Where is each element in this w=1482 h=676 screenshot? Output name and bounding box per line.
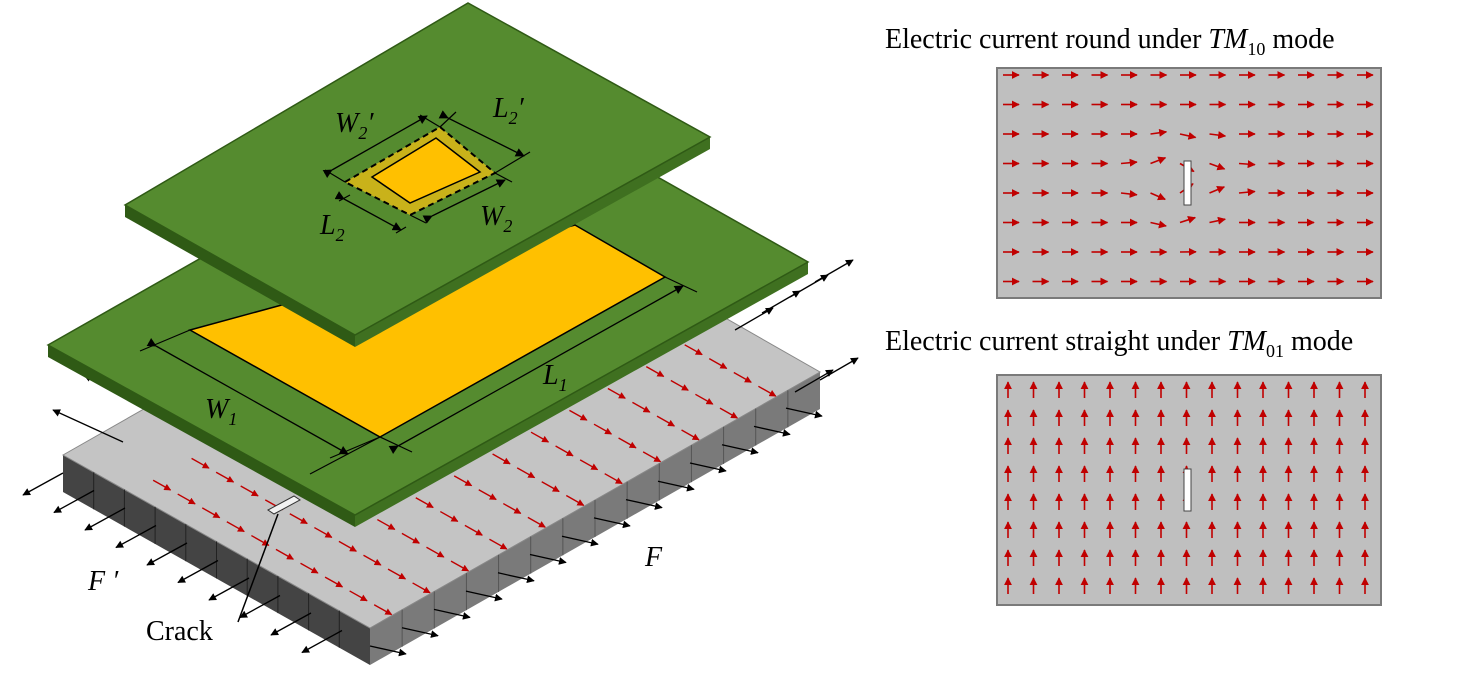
panel-tm01-title: Electric current straight under TM01 mod…	[885, 326, 1353, 361]
panel-tm10-crack	[1184, 161, 1191, 205]
current-arrow	[1239, 164, 1255, 165]
force-arrow	[23, 473, 63, 495]
panel-tm01-crack	[1184, 469, 1191, 511]
label-crack: Crack	[146, 616, 213, 647]
force-arrow	[53, 410, 123, 442]
force-arrow	[815, 260, 853, 282]
panel-tm10-title: Electric current round under TM10 mode	[885, 24, 1335, 59]
panel-tm10: Electric current round under TM10 mode	[885, 24, 1381, 298]
label-l2-prime: L2′	[492, 93, 525, 128]
label-force-right: F	[644, 542, 663, 573]
force-arrow	[820, 358, 858, 380]
label-w2-prime: W2′	[335, 108, 374, 143]
panel-tm01: Electric current straight under TM01 mod…	[885, 326, 1381, 605]
label-force-left: F ′	[87, 566, 119, 597]
